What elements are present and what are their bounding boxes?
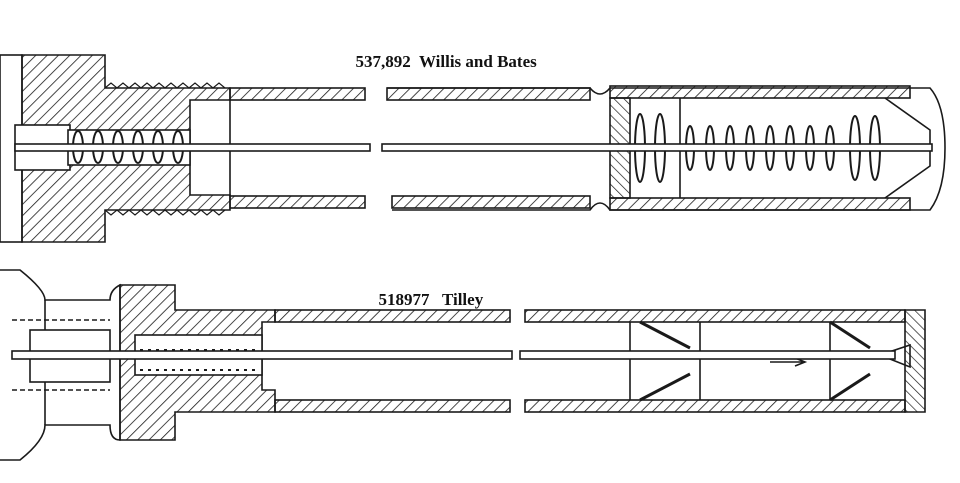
figure-caption-willis-bates: 537,892 Willis and Bates	[347, 32, 537, 72]
willis-bates-drawing	[0, 54, 946, 243]
inventor-names: Willis and Bates	[418, 52, 537, 71]
tilley-drawing	[0, 269, 926, 461]
figure-caption-tilley: 518977 Tilley	[370, 270, 484, 310]
inventor-names: Tilley	[441, 290, 484, 309]
patent-number: 537,892	[355, 52, 411, 71]
patent-number: 518977	[378, 290, 430, 309]
